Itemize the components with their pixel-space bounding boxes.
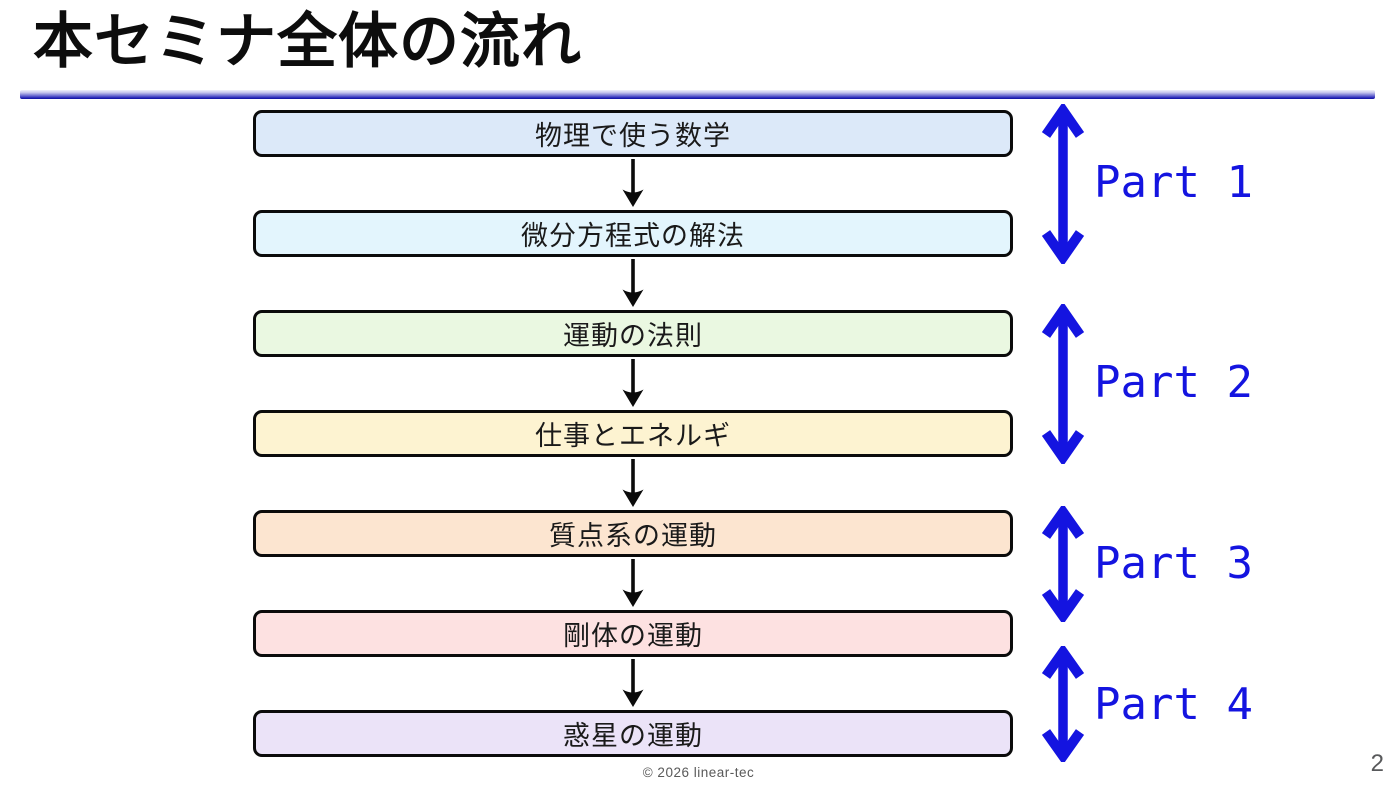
flow-box-label: 微分方程式の解法 <box>521 221 745 251</box>
part4-range-arrow-icon <box>1041 646 1085 762</box>
flow-box-differential-equations: 微分方程式の解法 <box>253 210 1013 257</box>
flow-box-laws-of-motion: 運動の法則 <box>253 310 1013 357</box>
flow-box-particle-systems: 質点系の運動 <box>253 510 1013 557</box>
flow-box-label: 剛体の運動 <box>563 621 703 651</box>
footer-copyright: © 2026 linear-tec <box>642 765 755 780</box>
flow-box-label: 惑星の運動 <box>563 721 703 751</box>
slide-title: 本セミナ全体の流れ <box>33 8 582 75</box>
part1-range-arrow-icon <box>1041 104 1085 264</box>
flow-box-rigid-body-motion: 剛体の運動 <box>253 610 1013 657</box>
part3-label: Part 3 <box>1094 538 1253 589</box>
part2-label: Part 2 <box>1094 357 1253 408</box>
down-arrow-icon <box>622 459 644 507</box>
down-arrow-icon <box>622 559 644 607</box>
part1-label: Part 1 <box>1094 157 1253 208</box>
flow-box-label: 仕事とエネルギ <box>535 421 731 451</box>
flow-box-math-for-physics: 物理で使う数学 <box>253 110 1013 157</box>
down-arrow-icon <box>622 159 644 207</box>
down-arrow-icon <box>622 259 644 307</box>
title-underline-rule <box>20 90 1375 99</box>
flow-box-label: 運動の法則 <box>563 321 703 351</box>
page-number: 2 <box>1370 750 1384 777</box>
flow-box-work-and-energy: 仕事とエネルギ <box>253 410 1013 457</box>
flow-box-planetary-motion: 惑星の運動 <box>253 710 1013 757</box>
part2-range-arrow-icon <box>1041 304 1085 464</box>
part4-label: Part 4 <box>1094 679 1253 730</box>
down-arrow-icon <box>622 359 644 407</box>
down-arrow-icon <box>622 659 644 707</box>
flow-box-label: 物理で使う数学 <box>535 121 731 151</box>
part3-range-arrow-icon <box>1041 506 1085 622</box>
flow-box-label: 質点系の運動 <box>549 521 717 551</box>
